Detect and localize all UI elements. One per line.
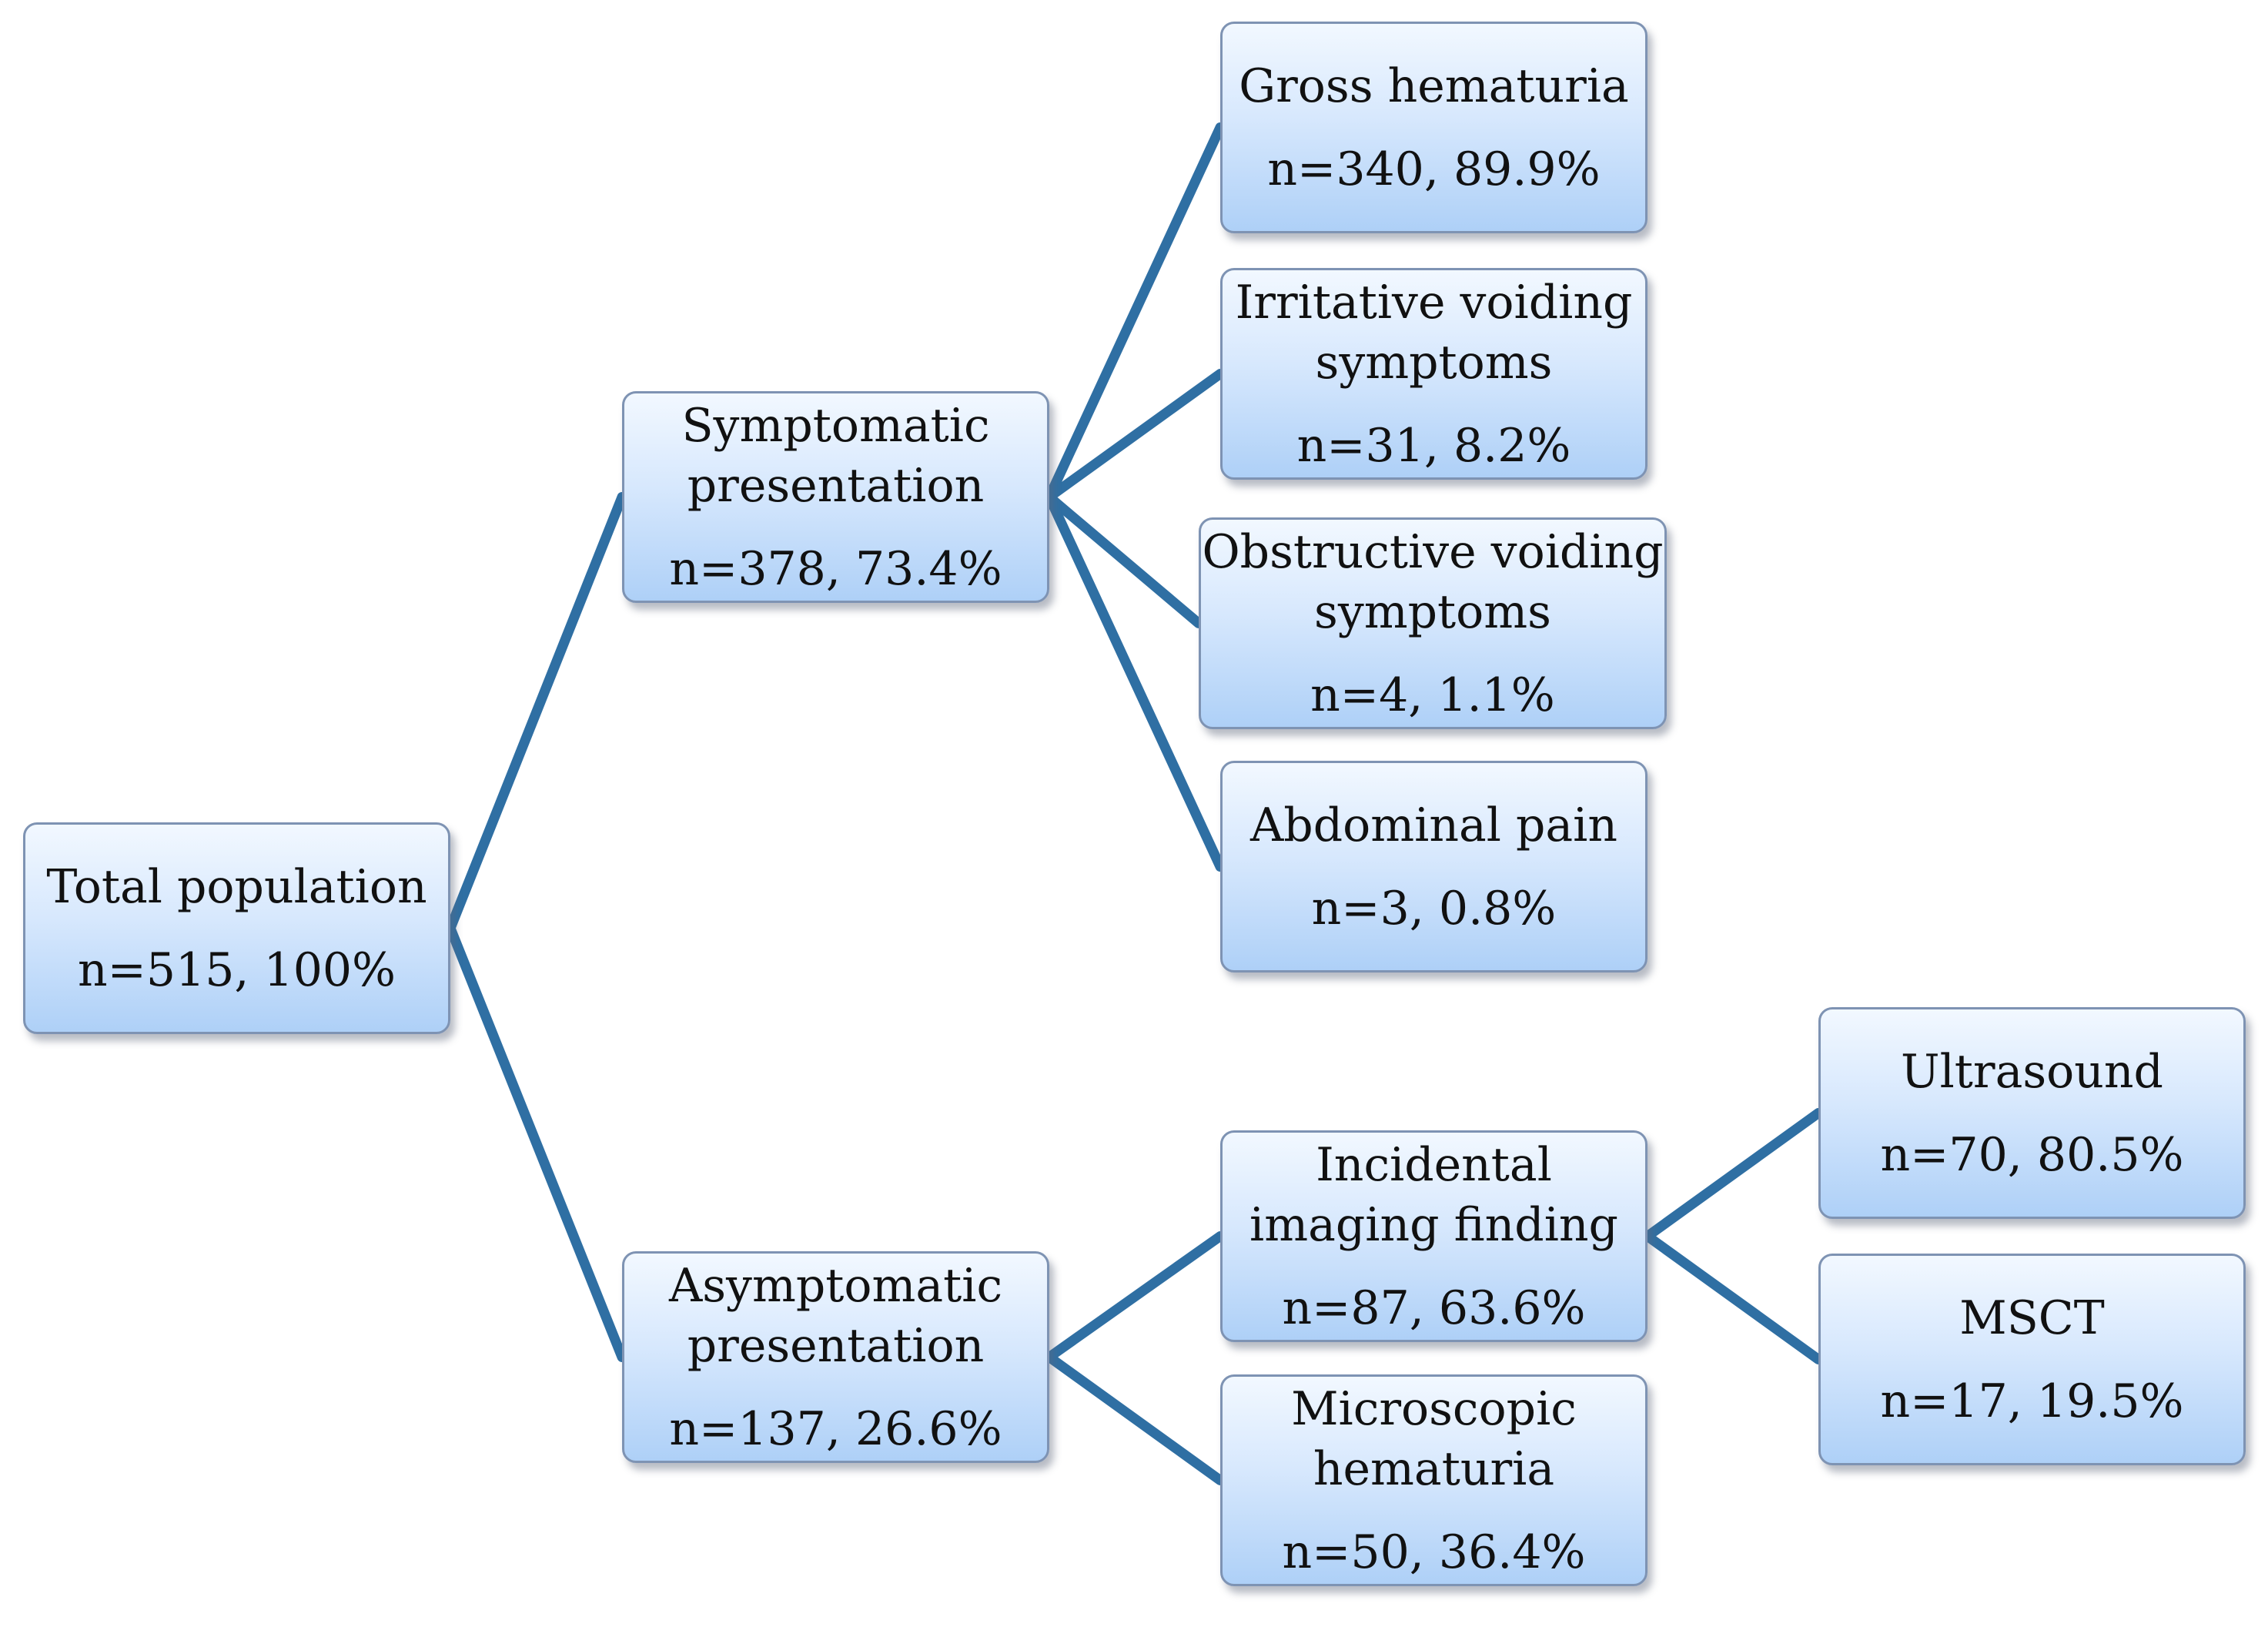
node-stat: n=17, 19.5%: [1880, 1374, 2184, 1428]
node-label: Irritative voiding: [1235, 275, 1633, 330]
node-label: Symptomatic: [681, 398, 990, 453]
node-microscopic-hematuria: Microscopic hematuria n=50, 36.4%: [1220, 1374, 1647, 1586]
node-stat: n=515, 100%: [77, 942, 396, 997]
node-symptomatic-presentation: Symptomatic presentation n=378, 73.4%: [622, 391, 1049, 603]
node-incidental-imaging-finding: Incidental imaging finding n=87, 63.6%: [1220, 1130, 1647, 1342]
connector-symptomatic-to-gross-hematuria: [1044, 122, 1226, 502]
node-irritative-voiding-symptoms: Irritative voiding symptoms n=31, 8.2%: [1220, 268, 1647, 480]
node-gross-hematuria: Gross hematuria n=340, 89.9%: [1220, 22, 1647, 233]
connector-total-to-symptomatic: [445, 492, 627, 933]
connector-symptomatic-to-abdominal-pain: [1044, 492, 1226, 872]
node-label: presentation: [687, 458, 985, 513]
node-stat: n=31, 8.2%: [1296, 418, 1571, 473]
connector-total-to-asymptomatic: [445, 923, 627, 1362]
node-asymptomatic-presentation: Asymptomatic presentation n=137, 26.6%: [622, 1251, 1049, 1463]
node-label: Abdominal pain: [1249, 798, 1618, 852]
node-label: Obstructive voiding: [1202, 524, 1664, 579]
connector-incidental-imaging-to-ultrasound: [1642, 1108, 1824, 1241]
node-total-population: Total population n=515, 100%: [23, 822, 450, 1034]
node-label: hematuria: [1313, 1441, 1555, 1496]
node-label: presentation: [687, 1318, 985, 1373]
node-stat: n=4, 1.1%: [1310, 668, 1555, 722]
node-msct: MSCT n=17, 19.5%: [1818, 1254, 2246, 1465]
node-label: Gross hematuria: [1239, 59, 1629, 113]
node-label: imaging finding: [1249, 1197, 1618, 1252]
connector-asymptomatic-to-incidental-imaging: [1044, 1231, 1226, 1362]
node-obstructive-voiding-symptoms: Obstructive voiding symptoms n=4, 1.1%: [1199, 517, 1667, 729]
node-stat: n=87, 63.6%: [1282, 1281, 1586, 1335]
node-label: symptoms: [1314, 584, 1551, 639]
node-label: Ultrasound: [1901, 1044, 2163, 1099]
node-label: symptoms: [1315, 335, 1553, 390]
connector-asymptomatic-to-microscopic-hematuria: [1044, 1352, 1226, 1485]
node-abdominal-pain: Abdominal pain n=3, 0.8%: [1220, 761, 1647, 973]
node-label: Incidental: [1316, 1137, 1552, 1192]
node-label: MSCT: [1959, 1291, 2105, 1345]
node-stat: n=50, 36.4%: [1282, 1525, 1586, 1579]
node-stat: n=3, 0.8%: [1311, 881, 1557, 936]
node-stat: n=70, 80.5%: [1880, 1127, 2184, 1182]
node-label: Asymptomatic: [668, 1258, 1003, 1313]
node-stat: n=137, 26.6%: [669, 1401, 1002, 1456]
node-label: Total population: [46, 859, 427, 914]
node-ultrasound: Ultrasound n=70, 80.5%: [1818, 1007, 2246, 1219]
node-stat: n=378, 73.4%: [669, 541, 1002, 596]
connector-symptomatic-to-obstructive-voiding: [1044, 492, 1204, 628]
connector-incidental-imaging-to-msct: [1642, 1231, 1824, 1364]
node-label: Microscopic: [1291, 1381, 1577, 1436]
node-stat: n=340, 89.9%: [1267, 142, 1601, 196]
connector-symptomatic-to-irritative-voiding: [1044, 369, 1226, 502]
